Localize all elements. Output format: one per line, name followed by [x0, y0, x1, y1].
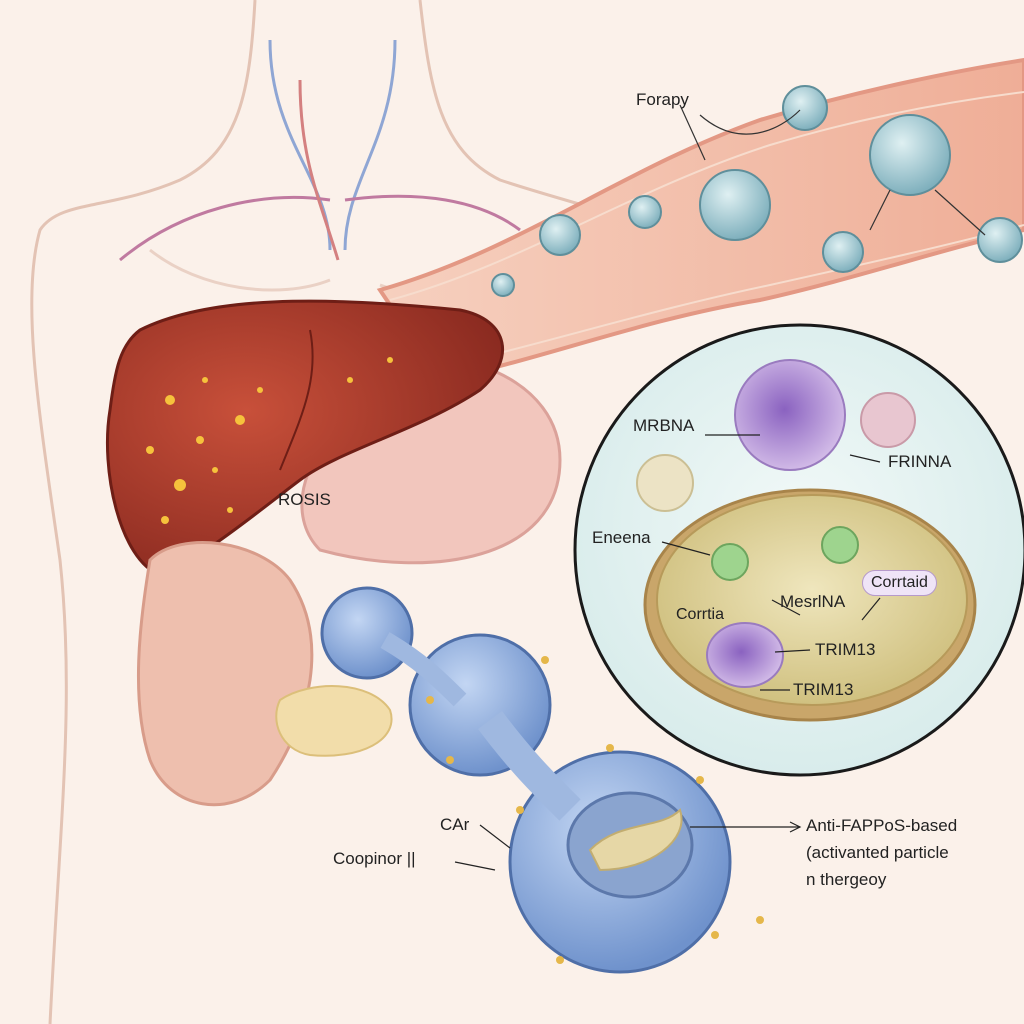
- label-trim13-bottom: TRIM13: [793, 680, 854, 699]
- label-eneena: Eneena: [592, 528, 651, 547]
- liver: [106, 299, 505, 577]
- label-car: CAr: [440, 815, 470, 834]
- inset-magnification: [573, 323, 1024, 777]
- nanoparticle-links: [679, 104, 986, 236]
- car-cell-membrane-dots: [426, 656, 764, 964]
- label-corrtaid: Corrtaid: [862, 570, 937, 596]
- label-anti-fap-line3: n thergeoy: [806, 870, 887, 889]
- leader-lines: [454, 434, 881, 871]
- label-anti-fap-line1: Anti-FAPPoS-based: [806, 816, 958, 835]
- label-mrbna: MRBNA: [633, 416, 695, 435]
- label-mesrlna: MesrlNA: [780, 592, 846, 611]
- car-cells: [320, 586, 732, 974]
- blood-vessel: [376, 57, 1024, 383]
- label-frinna: FRINNA: [888, 452, 952, 471]
- label-anti-fap-line2: (activanted particle: [806, 843, 949, 862]
- label-liver: ROSIS: [278, 490, 331, 509]
- nanoparticles: [491, 85, 1023, 297]
- label-coopinor: Coopinor ||: [333, 849, 416, 868]
- label-trim13-top: TRIM13: [815, 640, 876, 659]
- label-forapy: Forapy: [636, 90, 689, 109]
- intestines: [136, 541, 393, 807]
- neck-vessels: [119, 39, 521, 262]
- label-corrtia: Corrtia: [676, 606, 725, 623]
